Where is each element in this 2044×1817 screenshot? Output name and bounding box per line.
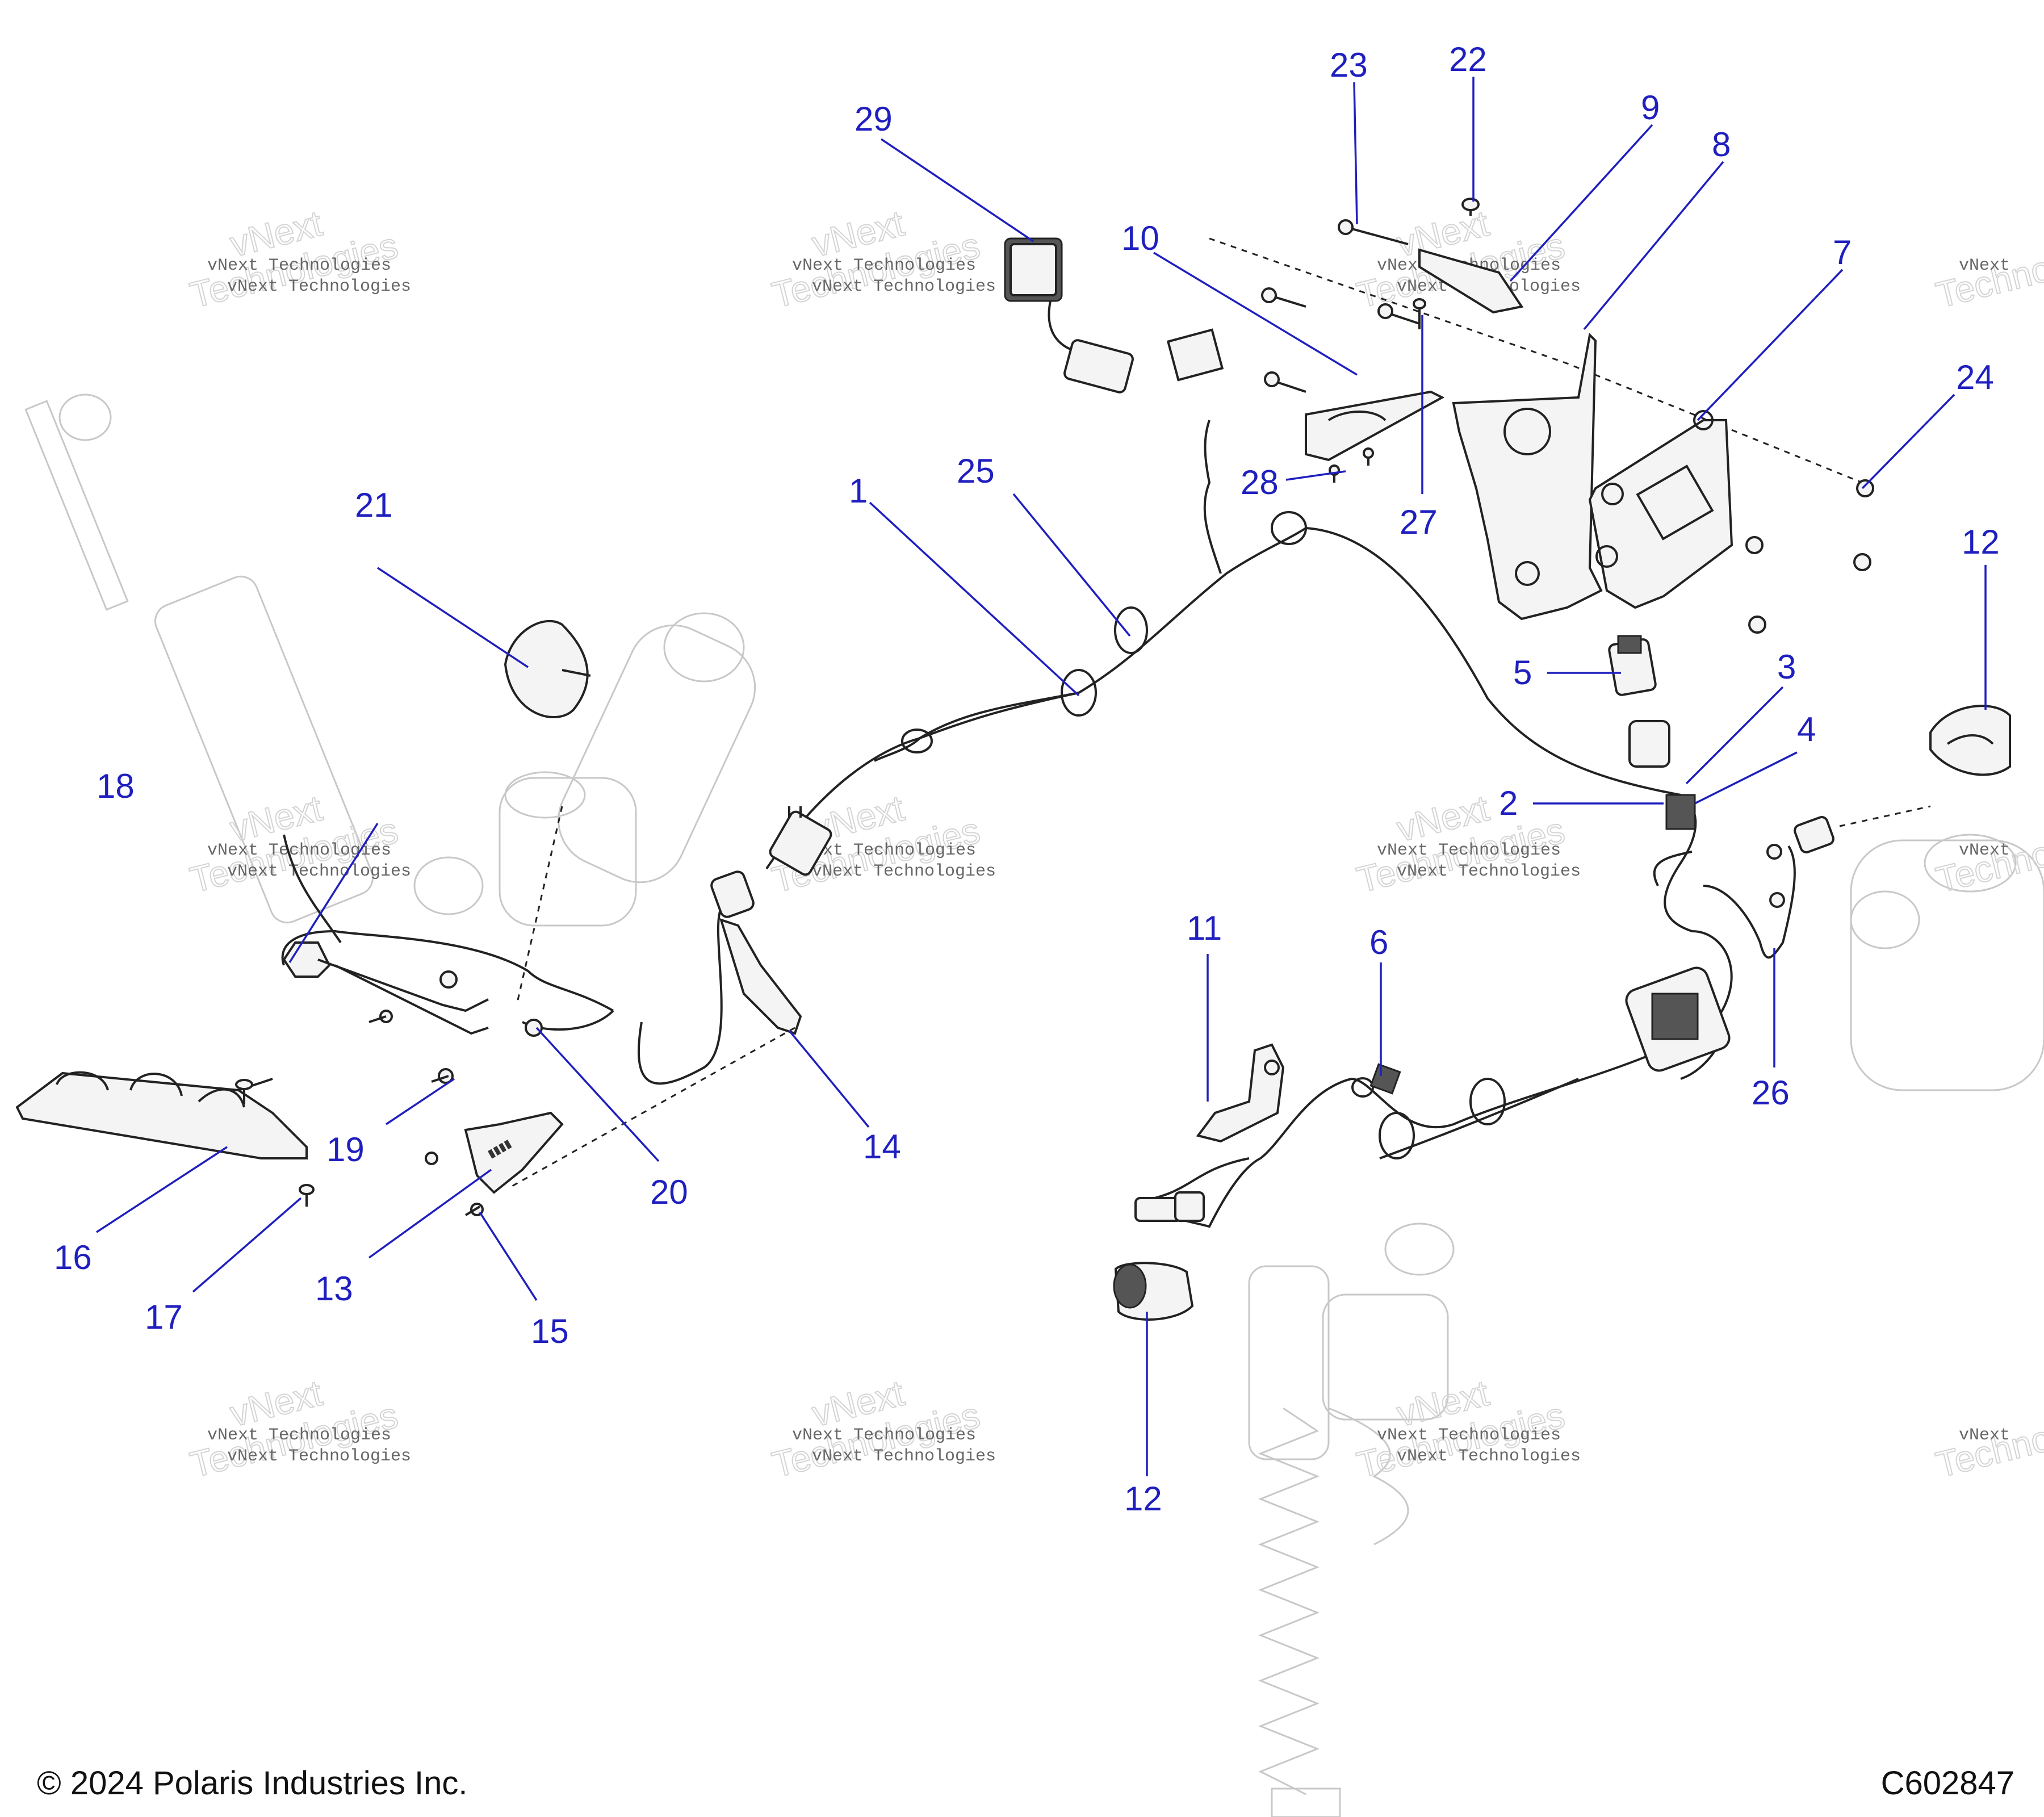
callout-8: 8 bbox=[1712, 125, 1731, 164]
watermark-text: vNext Technologies bbox=[812, 862, 996, 881]
callout-16: 16 bbox=[54, 1238, 92, 1276]
ghost-shock-left bbox=[24, 393, 756, 927]
callout-9: 9 bbox=[1641, 89, 1660, 127]
bracket-16 bbox=[15, 1071, 308, 1159]
callout-25: 25 bbox=[957, 452, 995, 490]
connector-top-tag bbox=[1166, 328, 1224, 382]
callout-17: 17 bbox=[145, 1298, 183, 1336]
figure-code: C602847 bbox=[1881, 1765, 2014, 1802]
callout-4: 4 bbox=[1797, 710, 1816, 748]
callout-12: 12 bbox=[1124, 1480, 1162, 1518]
callout-14: 14 bbox=[863, 1128, 901, 1166]
bracket-14 bbox=[719, 918, 802, 1035]
wiring-harness bbox=[281, 420, 1796, 1228]
watermark-text: vNext Technologies bbox=[1397, 862, 1581, 881]
callout-13: 13 bbox=[315, 1270, 353, 1308]
alignment-line bbox=[510, 1027, 795, 1188]
callout-23: 23 bbox=[1330, 46, 1368, 84]
connector-mid-2 bbox=[710, 870, 755, 918]
watermark-text: vNext Technologies bbox=[207, 1426, 391, 1445]
callout-3: 3 bbox=[1777, 648, 1796, 686]
watermark-text: vNext Technologies bbox=[1377, 841, 1561, 860]
ecu-7 bbox=[1588, 410, 1733, 609]
connector-mid-1 bbox=[769, 806, 832, 876]
alignment-line bbox=[1839, 805, 1931, 827]
callout-1: 1 bbox=[849, 472, 868, 510]
alignment-line bbox=[516, 806, 563, 1006]
watermark-text: vNext bbox=[1959, 256, 2010, 275]
bracket-18 bbox=[282, 941, 489, 1035]
bolts-top bbox=[1261, 198, 1874, 634]
connector-29 bbox=[1004, 237, 1134, 393]
callout-5: 5 bbox=[1513, 654, 1532, 692]
watermark-text: vNext Technologies bbox=[227, 277, 411, 296]
callout-6: 6 bbox=[1369, 923, 1388, 961]
ghost-shock-bottom bbox=[1248, 1223, 1455, 1817]
callout-2: 2 bbox=[1499, 784, 1518, 822]
callout-11: 11 bbox=[1187, 909, 1222, 947]
watermark-text: vNext Technologies bbox=[1377, 1426, 1561, 1445]
connector-3-4 bbox=[1628, 720, 1696, 830]
callout-10: 10 bbox=[1121, 219, 1159, 257]
bracket-11 bbox=[1196, 1043, 1285, 1143]
ecu-bracket-8 bbox=[1452, 332, 1603, 621]
callout-18: 18 bbox=[97, 767, 135, 805]
callout-26: 26 bbox=[1752, 1074, 1790, 1112]
callout-27: 27 bbox=[1400, 503, 1438, 541]
fasteners-left bbox=[235, 970, 543, 1216]
watermark-text: vNext bbox=[1959, 1426, 2010, 1445]
alignment-line bbox=[1209, 237, 1863, 484]
watermark-text: vNext Technologies bbox=[792, 1426, 976, 1445]
clip-6 bbox=[1369, 1063, 1401, 1095]
ghost-shock-right bbox=[1850, 834, 2044, 1091]
callout-21: 21 bbox=[355, 486, 393, 524]
watermark-text: vNext Technologies bbox=[812, 277, 996, 296]
bracket-13: ▮▮▮▮ bbox=[464, 1111, 564, 1194]
watermark-text: vNext bbox=[1959, 841, 2010, 860]
connector-5 bbox=[1608, 635, 1657, 696]
callout-28: 28 bbox=[1241, 463, 1279, 501]
watermark-text: vNext Technologies bbox=[227, 1447, 411, 1466]
cap-12-bottom bbox=[1113, 1262, 1194, 1321]
callout-19: 19 bbox=[326, 1131, 365, 1169]
callout-7: 7 bbox=[1833, 233, 1852, 271]
connector-lower bbox=[1134, 1157, 1250, 1222]
callout-22: 22 bbox=[1449, 40, 1487, 78]
watermark-text: vNext Technologies bbox=[792, 256, 976, 275]
connector-main-block bbox=[1625, 966, 1731, 1072]
callout-15: 15 bbox=[531, 1312, 569, 1350]
callout-29: 29 bbox=[855, 100, 893, 138]
watermarks: Technologies vNext vNext Technologies vN… bbox=[186, 202, 2044, 1486]
callouts: 29 1 25 10 23 22 9 8 7 24 12 27 28 5 3 4… bbox=[54, 40, 2000, 1518]
watermark-text: vNext Technologies bbox=[812, 1447, 996, 1466]
boot-21 bbox=[504, 619, 591, 718]
watermark-text: vNext Technologies bbox=[1397, 1447, 1581, 1466]
plate-10 bbox=[1305, 390, 1445, 462]
copyright-text: © 2024 Polaris Industries Inc. bbox=[37, 1765, 467, 1802]
cap-12-right bbox=[1929, 705, 2011, 776]
watermark-text: vNext Technologies bbox=[227, 862, 411, 881]
callout-12: 12 bbox=[1962, 523, 2000, 561]
callout-24: 24 bbox=[1956, 358, 1994, 396]
callout-20: 20 bbox=[650, 1173, 688, 1211]
watermark-text: vNext Technologies bbox=[207, 256, 391, 275]
sensor-26 bbox=[1766, 816, 1834, 908]
leader-lines bbox=[96, 77, 1987, 1476]
